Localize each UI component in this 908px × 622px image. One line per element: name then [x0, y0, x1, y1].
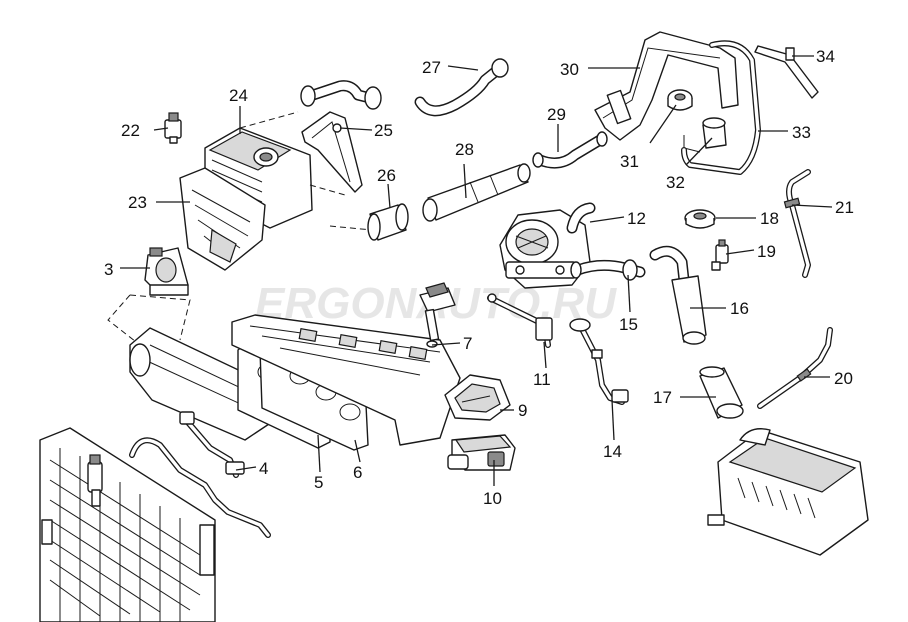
part-20-pipe — [757, 327, 833, 409]
part-7-ignition-coil — [419, 282, 456, 348]
part-31-cap — [667, 89, 693, 111]
part-30-coolant-pipe — [594, 31, 739, 141]
part-14-pipe — [569, 318, 629, 405]
part-10-actuator — [447, 434, 516, 471]
radiator-sensor — [87, 454, 103, 507]
callout-7: 7 — [463, 334, 472, 353]
callout-17: 17 — [653, 388, 672, 407]
callout-26: 26 — [377, 166, 396, 185]
callout-19: 19 — [757, 242, 776, 261]
part-33-pipe — [681, 40, 761, 175]
part-32-thermostat — [683, 117, 727, 153]
part-23-airbox-lower — [179, 167, 266, 271]
callout-11: 11 — [533, 370, 551, 389]
callout-18: 18 — [760, 209, 779, 228]
callout-28: 28 — [455, 140, 474, 159]
callout-24: 24 — [229, 86, 248, 105]
callout-23: 23 — [128, 193, 147, 212]
callout-30: 30 — [560, 60, 579, 79]
part-17-sleeve — [699, 366, 744, 419]
callout-32: 32 — [666, 173, 685, 192]
part-25-intake-elbow — [300, 80, 382, 110]
callout-5: 5 — [314, 473, 323, 492]
part-27-hose — [414, 58, 509, 117]
callout-31: 31 — [620, 152, 639, 171]
callout-10: 10 — [483, 489, 502, 508]
callout-3: 3 — [104, 260, 113, 279]
callout-16: 16 — [730, 299, 749, 318]
callout-33: 33 — [792, 123, 811, 142]
callout-27: 27 — [422, 58, 441, 77]
part-21-hose — [783, 169, 811, 278]
part-15-hose — [570, 259, 646, 281]
part-4-pipe — [179, 411, 245, 478]
callout-22: 22 — [121, 121, 140, 140]
callout-34: 34 — [816, 47, 835, 66]
part-34-bracket — [754, 45, 819, 99]
hose-lower-left — [129, 437, 271, 538]
part-9-gasket — [444, 374, 511, 421]
part-28-duct — [422, 163, 531, 222]
callout-25: 25 — [374, 121, 393, 140]
cylinder-head — [231, 314, 461, 446]
part-18-cap — [684, 209, 716, 229]
part-3-throttle-body — [144, 247, 189, 296]
callout-15: 15 — [619, 315, 638, 334]
radiator — [39, 427, 216, 622]
callout-20: 20 — [834, 369, 853, 388]
callout-4: 4 — [259, 459, 268, 478]
airbox-lower-right — [707, 428, 869, 556]
part-12-pump — [499, 202, 596, 289]
part-25-bracket — [301, 111, 363, 193]
callout-29: 29 — [547, 105, 566, 124]
callout-6: 6 — [353, 463, 362, 482]
callout-14: 14 — [603, 442, 622, 461]
callout-12: 12 — [627, 209, 646, 228]
part-26-sleeve — [367, 203, 409, 241]
part-16-pipe — [649, 245, 707, 345]
part-19-sensor — [711, 239, 729, 271]
callout-9: 9 — [518, 401, 527, 420]
part-29-hose — [532, 131, 608, 169]
part-22-sensor — [164, 112, 182, 144]
callout-21: 21 — [835, 198, 854, 217]
part-11-pipe — [487, 293, 553, 348]
